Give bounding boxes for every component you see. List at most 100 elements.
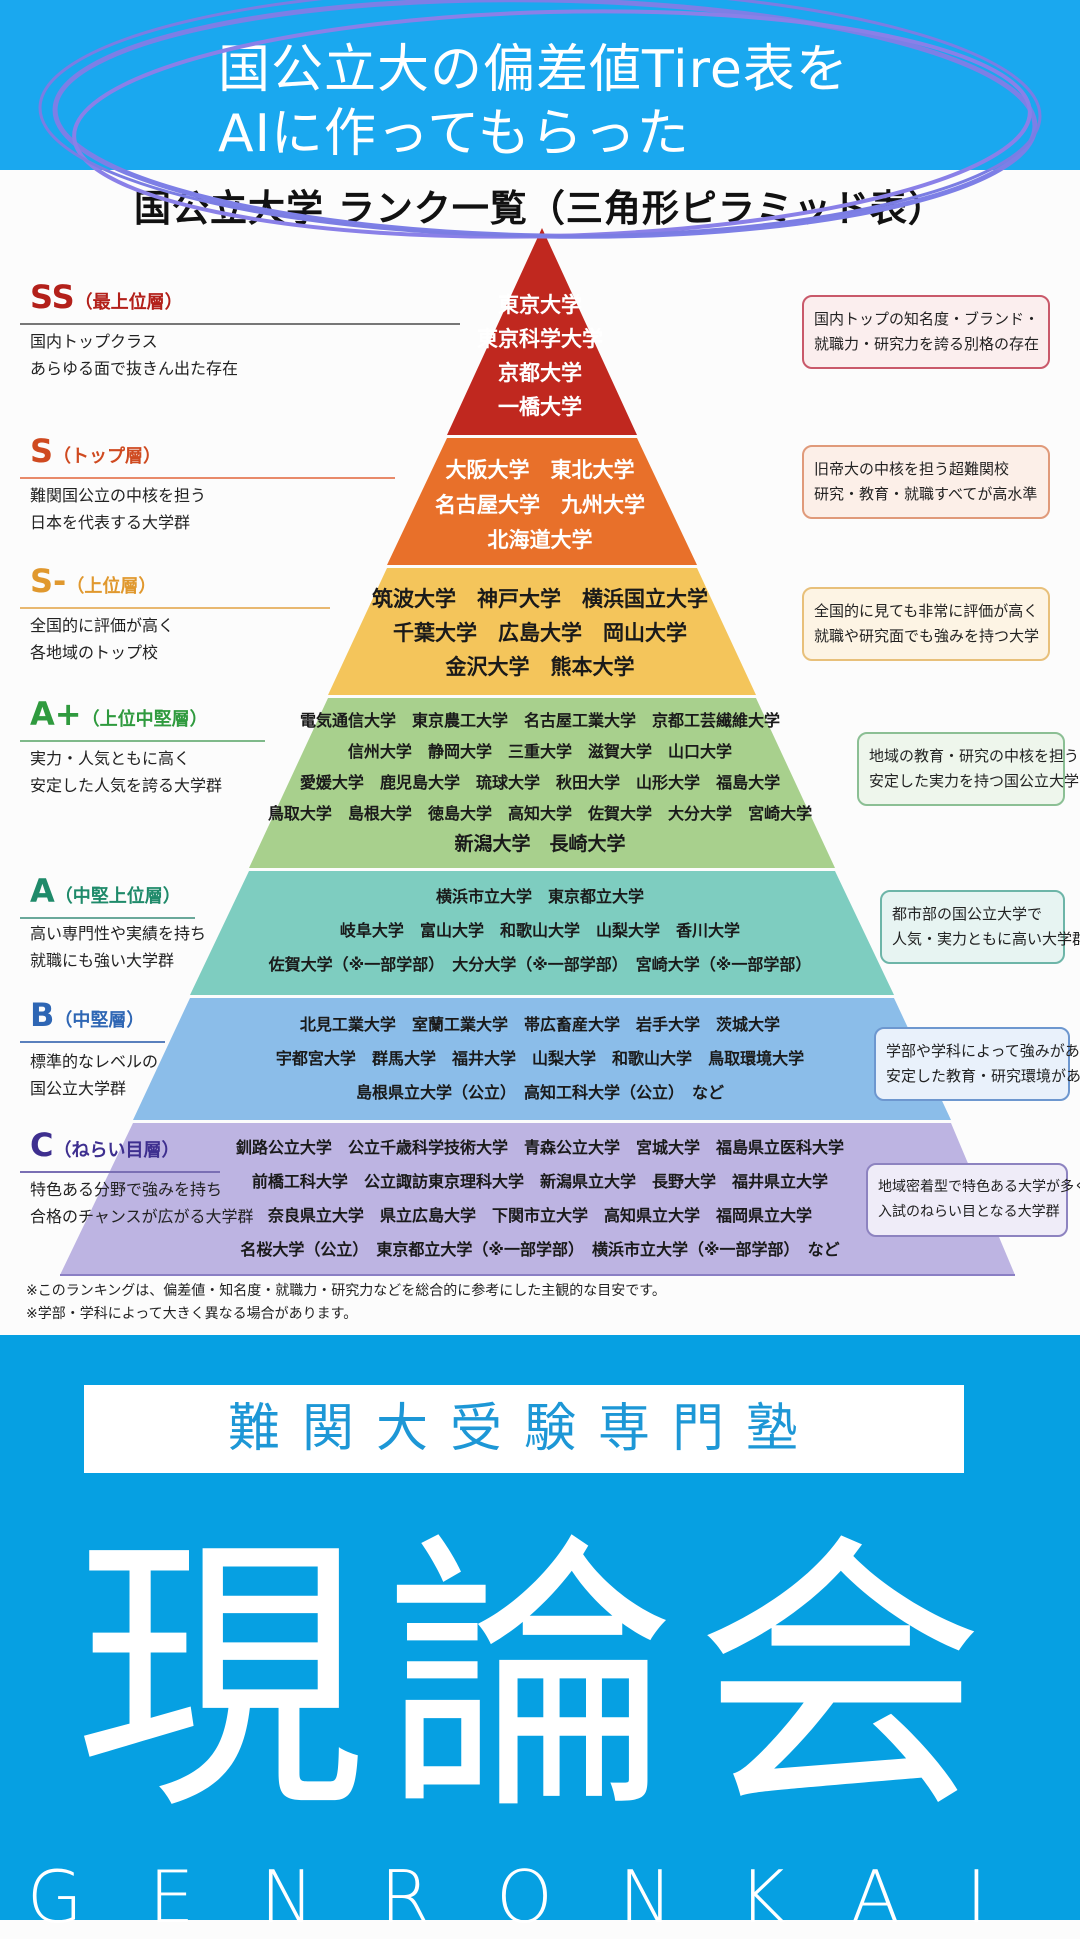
university: 琉球大学	[475, 773, 540, 792]
university: 滋賀大学	[588, 742, 653, 761]
university: 広島大学	[498, 621, 582, 645]
note-line: 旧帝大の中核を担う超難関校	[814, 460, 1010, 478]
university: 長崎大学	[549, 833, 626, 855]
tier-ss-universities: 東京大学 東京科学大学 京都大学 一橋大学	[0, 288, 1080, 424]
tier-desc: 国公立大学群	[30, 1079, 127, 1098]
university: 京都大学	[498, 361, 582, 385]
university: 群馬大学	[371, 1049, 436, 1068]
university: 県立広島大学	[379, 1206, 476, 1225]
tier-subtitle: （最上位層）	[74, 292, 183, 313]
tier-subtitle: （トップ層）	[53, 446, 162, 467]
tier-grade: S-	[30, 562, 67, 600]
note-line: 人気・実力ともに高い大学群	[892, 930, 1080, 948]
university: 山形大学	[636, 773, 701, 792]
brand-subtitle: 難関大受験専門塾	[84, 1385, 964, 1473]
tier-note-a-plus: 地域の教育・研究の中核を担う 安定した実力を持つ国公立大学	[857, 732, 1080, 806]
university: 山梨大学	[596, 921, 661, 940]
university: 下関市立大学	[491, 1206, 588, 1225]
university: など	[807, 1240, 840, 1259]
university: 新潟大学	[454, 833, 531, 855]
tier-grade: S	[30, 432, 54, 470]
tier-label-c: C（ねらい目層） 特色ある分野で強みを持ち 合格のチャンスが広がる大学群	[20, 1126, 254, 1230]
university: 佐賀大学（※一部学部）	[268, 955, 437, 974]
university: 帯広畜産大学	[523, 1015, 620, 1034]
note-line: 就職や研究面でも強みを持つ大学	[814, 627, 1040, 645]
note-line: 就職力・研究力を誇る別格の存在	[814, 335, 1040, 353]
university: 岩手大学	[636, 1015, 701, 1034]
tier-subtitle: （上位層）	[66, 576, 157, 597]
tier-desc: 国内トップクラス	[30, 332, 158, 351]
university: 大分大学（※一部学部）	[452, 955, 620, 974]
university: 高知工科大学（公立）	[523, 1083, 676, 1102]
divider	[20, 1041, 165, 1043]
tier-desc: 就職にも強い大学群	[30, 951, 175, 970]
university: 高知県立大学	[604, 1206, 701, 1225]
university: 横浜市立大学（※一部学部）	[592, 1240, 792, 1259]
university: 大阪大学	[445, 458, 530, 482]
tier-grade: A	[30, 872, 55, 910]
university: 宮崎大学（※一部学部）	[635, 955, 812, 974]
tier-a-universities: 横浜市立大学 東京都立大学 岐阜大学 富山大学 和歌山大学 山梨大学 香川大学 …	[0, 880, 1080, 982]
tier-desc: 各地域のトップ校	[30, 643, 159, 662]
tier-note-a: 都市部の国公立大学で 人気・実力ともに高い大学群	[880, 890, 1080, 964]
tier-desc: あらゆる面で抜きん出た存在	[30, 359, 239, 378]
tier-band-c	[60, 1123, 1015, 1275]
tier-label-s-minus: S-（上位層） 全国的に評価が高く 各地域のトップ校	[20, 562, 330, 666]
note-line: 入試のねらい目となる大学群	[878, 1204, 1060, 1220]
university: 高知大学	[507, 804, 572, 823]
university: 島根県立大学（公立）	[355, 1083, 508, 1102]
university: など	[692, 1083, 725, 1102]
university: 青森公立大学	[523, 1138, 620, 1157]
university: 愛媛大学	[299, 773, 364, 792]
university: 奈良県立大学	[267, 1206, 364, 1225]
tier-label-ss: SS（最上位層） 国内トップクラス あらゆる面で抜きん出た存在	[20, 278, 460, 382]
university: 山梨大学	[532, 1049, 597, 1068]
divider	[20, 1171, 220, 1173]
university: 長野大学	[652, 1172, 717, 1191]
university: 茨城大学	[716, 1015, 781, 1034]
brand-logo: 現論会	[75, 1511, 1005, 1848]
tier-subtitle: （ねらい目層）	[53, 1140, 180, 1161]
tier-a-plus-universities: 電気通信大学 東京農工大学 名古屋工業大学 京都工芸繊維大学 信州大学 静岡大学…	[0, 705, 1080, 860]
pyramid-chart	[60, 228, 1015, 1276]
university: 前橋工科大学	[251, 1172, 348, 1191]
university: 山口大学	[668, 742, 733, 761]
note-line: 安定した教育・研究環境がある	[886, 1067, 1080, 1085]
tier-note-ss: 国内トップの知名度・ブランド・ 就職力・研究力を誇る別格の存在	[802, 295, 1050, 369]
university: 東京農工大学	[411, 711, 508, 730]
university: 島根大学	[347, 804, 412, 823]
divider	[20, 740, 265, 742]
university: 福井県立大学	[732, 1172, 829, 1191]
tier-grade: B	[30, 996, 55, 1034]
tier-desc: 安定した人気を誇る大学群	[30, 776, 223, 795]
tier-grade: A+	[30, 695, 82, 733]
tier-s-universities: 大阪大学 東北大学 名古屋大学 九州大学 北海道大学	[0, 453, 1080, 558]
university: 熊本大学	[550, 655, 635, 679]
tier-band-a-plus	[249, 698, 835, 868]
tier-desc: 合格のチャンスが広がる大学群	[30, 1207, 254, 1226]
university: 大分大学	[668, 804, 733, 823]
university: 岐阜大学	[339, 921, 404, 940]
university: 佐賀大学	[588, 804, 653, 823]
divider	[20, 323, 460, 325]
tier-subtitle: （中堅層）	[54, 1010, 145, 1031]
tier-band-ss	[447, 228, 637, 435]
note-line: 研究・教育・就職すべてが高水準	[814, 485, 1038, 503]
university: 香川大学	[676, 921, 741, 940]
university: 神戸大学	[477, 587, 561, 611]
university: 筑波大学	[372, 587, 456, 611]
university: 公立諏訪東京理科大学	[363, 1172, 524, 1191]
note-line: 都市部の国公立大学で	[892, 905, 1043, 923]
tier-subtitle: （上位中堅層）	[81, 709, 208, 730]
tier-note-b: 学部や学科によって強みがあり 安定した教育・研究環境がある	[874, 1027, 1080, 1101]
note-line: 安定した実力を持つ国公立大学	[869, 772, 1080, 790]
footnotes: ※このランキングは、偏差値・知名度・就職力・研究力などを総合的に参考にした主観的…	[26, 1280, 666, 1326]
university: 北海道大学	[487, 528, 593, 552]
university: 東北大学	[550, 458, 635, 482]
university: 福島県立医科大学	[716, 1138, 845, 1157]
university: 東京科学大学	[477, 327, 603, 351]
tier-desc: 特色ある分野で強みを持ち	[30, 1180, 223, 1199]
university: 新潟県立大学	[539, 1172, 636, 1191]
tier-label-a: A（中堅上位層） 高い専門性や実績を持ち 就職にも強い大学群	[20, 872, 206, 974]
university: 宮崎大学	[748, 804, 813, 823]
